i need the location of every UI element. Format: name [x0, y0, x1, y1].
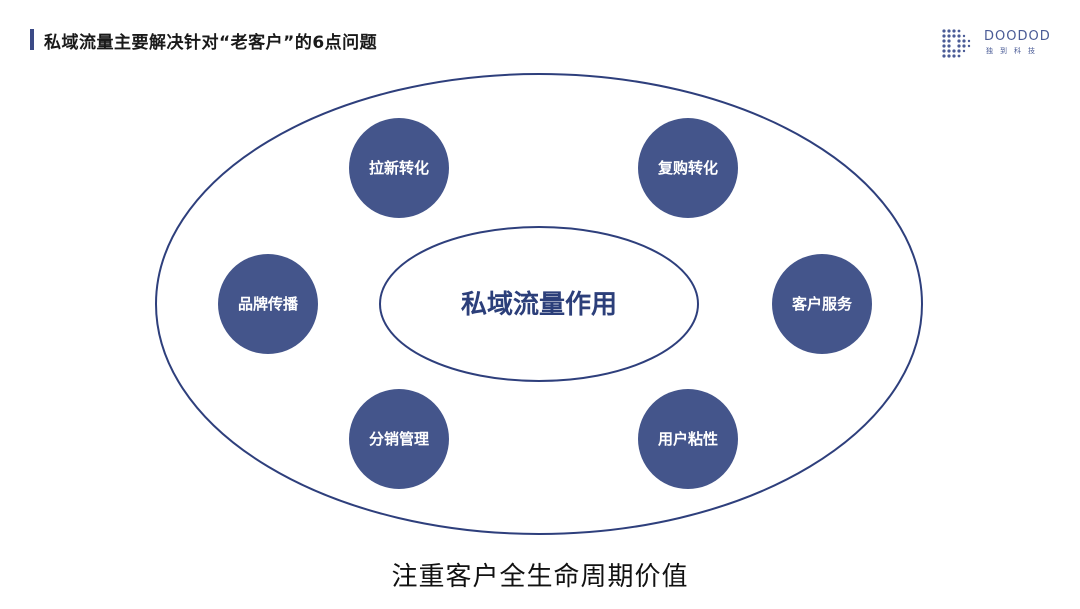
node-label: 复购转化 — [657, 159, 718, 177]
node-circle — [349, 389, 449, 489]
node-label: 拉新转化 — [369, 159, 429, 177]
node-fenxiao: 分销管理 — [349, 389, 449, 489]
node-circle — [638, 118, 738, 218]
header-accent-bar — [30, 29, 34, 50]
dot-logo-icon — [942, 29, 971, 58]
node-pinpai: 品牌传播 — [218, 254, 318, 354]
node-circle — [218, 254, 318, 354]
logo-wordmark: DOODOD — [984, 29, 1051, 44]
logo-subtitle: 独到科技 — [986, 47, 1042, 55]
footer-slogan: 注重客户全生命周期价值 — [391, 562, 689, 592]
node-label: 用户粘性 — [658, 430, 718, 448]
outer-ellipse — [155, 73, 923, 535]
node-label: 品牌传播 — [238, 295, 299, 313]
node-label: 分销管理 — [369, 430, 429, 448]
page-title: 私域流量主要解决针对“老客户”的6点问题 — [44, 33, 378, 53]
node-yonghu: 用户粘性 — [638, 389, 738, 489]
center-label: 私域流量作用 — [461, 290, 617, 320]
node-lakin: 拉新转化 — [349, 118, 449, 218]
inner-ellipse — [379, 226, 699, 382]
brand-logo: DOODOD 独到科技 — [940, 27, 1050, 59]
node-circle — [772, 254, 872, 354]
node-fugou: 复购转化 — [638, 118, 738, 218]
node-label: 客户服务 — [791, 295, 853, 313]
node-circle — [638, 389, 738, 489]
node-circle — [349, 118, 449, 218]
node-kehu: 客户服务 — [772, 254, 872, 354]
